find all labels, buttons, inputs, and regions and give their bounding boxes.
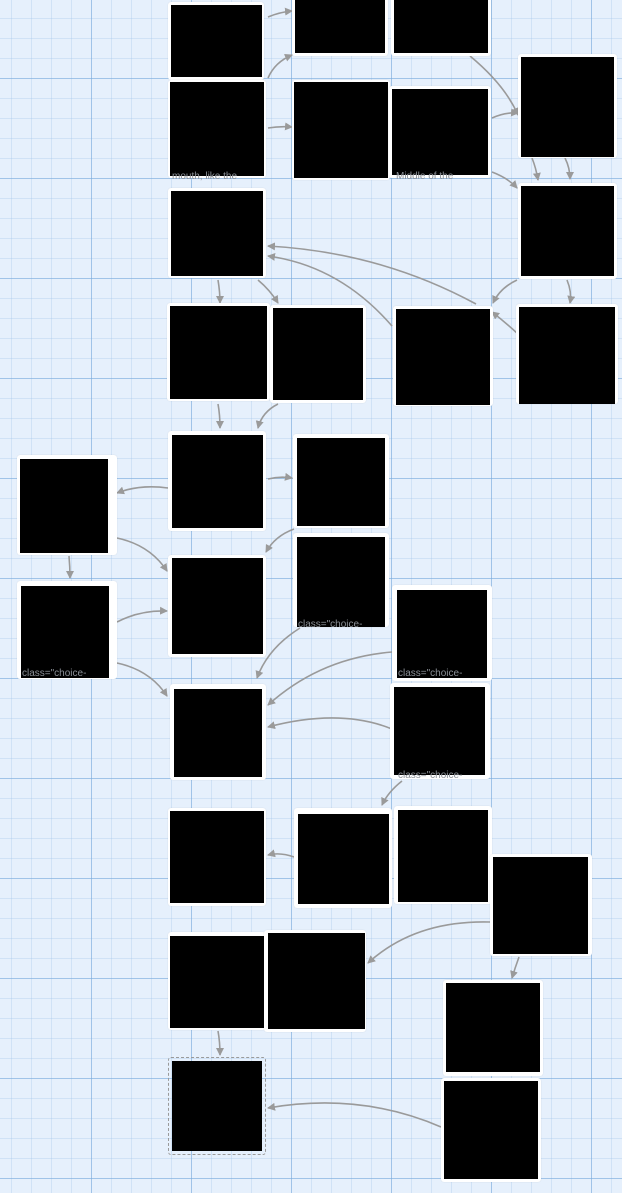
connector-arrow — [255, 627, 301, 679]
connector-arrow — [267, 651, 393, 706]
node-caption: Middle of the — [396, 171, 454, 182]
connector-arrow — [267, 53, 293, 79]
connector-arrow — [116, 537, 168, 572]
node-thumbnail — [394, 687, 485, 775]
node-caption: class="choice- — [298, 619, 363, 630]
connector-arrow — [267, 472, 293, 481]
node-thumbnail — [172, 558, 263, 654]
node-thumbnail — [297, 438, 385, 526]
connector-arrow — [491, 108, 519, 119]
node-thumbnail — [297, 537, 385, 627]
node-thumbnail — [171, 191, 263, 276]
node-thumbnail — [444, 1081, 538, 1179]
node-thumbnail — [295, 0, 385, 53]
connector-arrow — [267, 253, 393, 327]
connector-arrow — [116, 486, 169, 495]
node-thumbnail — [172, 435, 263, 528]
node-thumbnail — [397, 590, 487, 678]
connector-arrow — [531, 157, 541, 181]
node-thumbnail — [171, 5, 262, 77]
node-thumbnail — [170, 306, 267, 399]
connector-arrow — [491, 311, 519, 335]
node-thumbnail — [521, 186, 614, 276]
connector-arrow — [491, 171, 518, 189]
connector-arrow — [267, 242, 477, 305]
node-caption: class="choice- — [398, 668, 463, 679]
connector-arrow — [510, 956, 520, 979]
connector-arrow — [65, 555, 74, 579]
node-thumbnail — [174, 689, 262, 777]
connector-arrow — [116, 662, 168, 697]
node-thumbnail — [273, 308, 363, 400]
node-thumbnail — [298, 814, 389, 904]
connector-arrow — [267, 122, 293, 131]
connector-arrow — [215, 279, 224, 304]
node-thumbnail — [172, 1061, 262, 1151]
node-thumbnail — [493, 857, 588, 954]
node-caption: class="choice- — [398, 770, 463, 781]
node-thumbnail — [521, 57, 614, 157]
node-thumbnail — [446, 983, 540, 1072]
connector-arrow — [566, 279, 576, 304]
node-thumbnail — [21, 586, 109, 678]
node-thumbnail — [398, 810, 488, 902]
connector-arrow — [215, 1030, 224, 1056]
connector-arrow — [381, 780, 403, 806]
connector-arrow — [564, 157, 574, 180]
connector-arrow — [492, 279, 518, 304]
connector-arrow — [267, 1102, 442, 1128]
node-thumbnail — [20, 459, 108, 553]
node-thumbnail — [268, 933, 365, 1029]
node-caption: mouth, like the — [172, 171, 238, 182]
node-thumbnail — [170, 82, 264, 176]
node-thumbnail — [294, 82, 388, 178]
node-thumbnail — [396, 309, 490, 405]
node-thumbnail — [394, 0, 488, 53]
selected-node-frame[interactable] — [168, 1057, 266, 1155]
connector-arrow — [267, 7, 293, 18]
node-thumbnail — [519, 307, 615, 404]
node-caption: class="choice- — [22, 668, 87, 679]
connector-arrow — [257, 279, 279, 304]
connector-arrow — [255, 403, 279, 429]
connector-arrow — [265, 528, 295, 553]
connector-arrow — [116, 606, 168, 623]
connector-arrow — [267, 717, 393, 730]
connector-arrow — [267, 849, 295, 858]
node-thumbnail — [392, 89, 488, 175]
node-thumbnail — [170, 936, 264, 1028]
connector-arrow — [367, 921, 491, 964]
connector-arrow — [215, 403, 224, 429]
node-thumbnail — [170, 811, 264, 903]
